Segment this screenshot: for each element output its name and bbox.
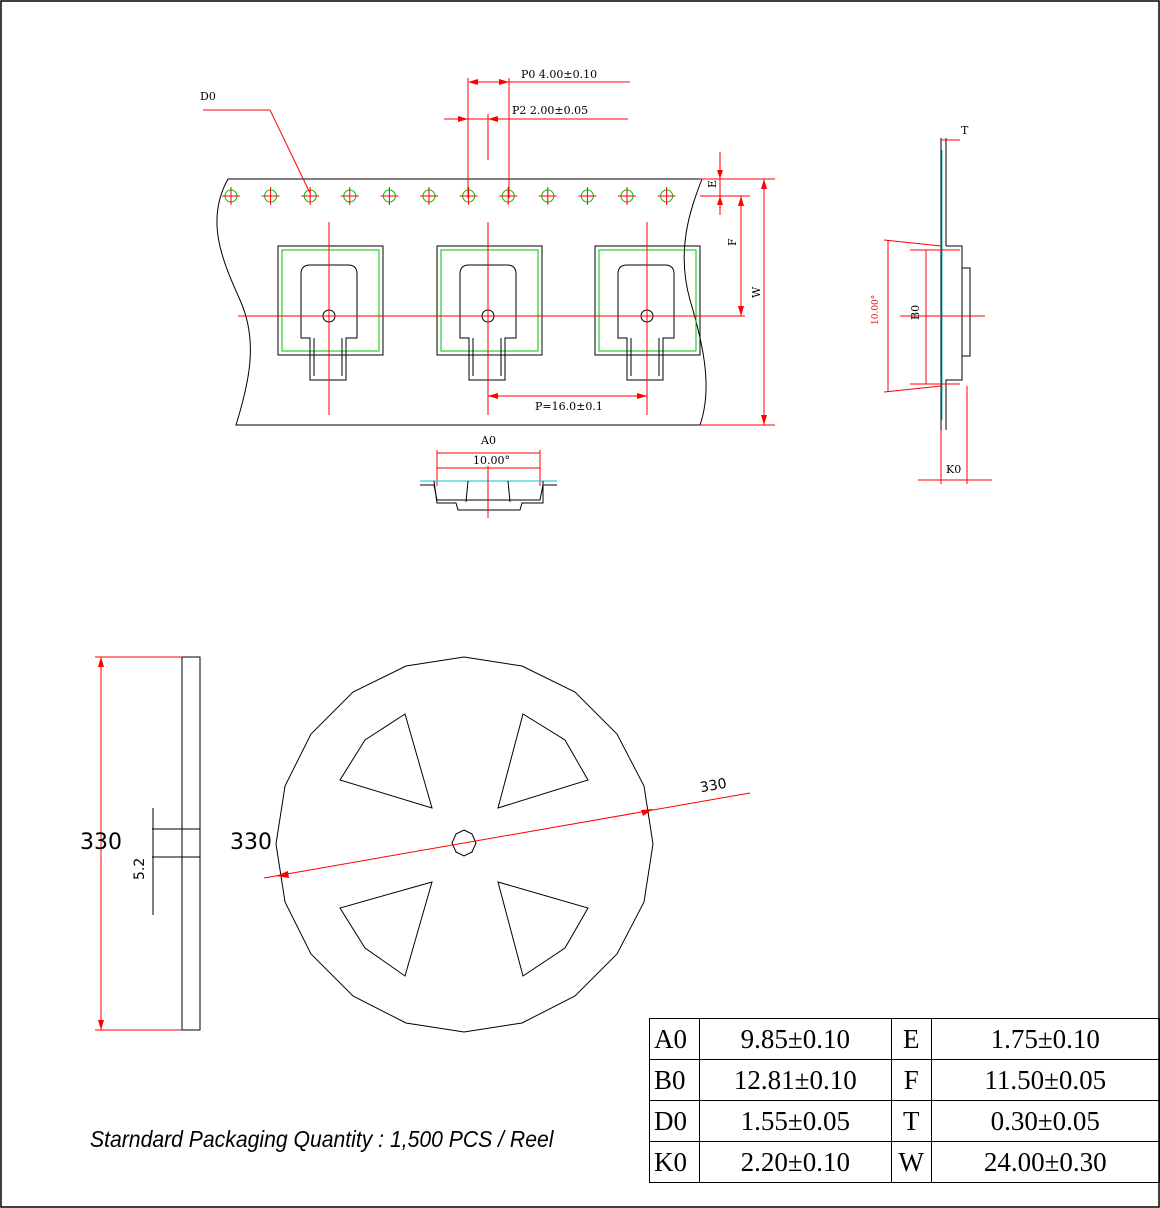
spec-cell-v1: 1.55±0.05 [698,1100,892,1142]
reel-side-view [95,656,201,1031]
spec-cell-v1: 12.81±0.10 [698,1059,892,1101]
spec-cell-k2: E [890,1018,932,1060]
reel-hub-label: 5.2 [132,857,148,880]
dim-f-label: F [726,238,739,246]
pocket-section-a0: A0 10.00° [420,434,557,518]
dim-d0-label: D0 [200,90,216,103]
packaging-note: Starndard Packaging Quantity : 1,500 PCS… [90,1126,554,1152]
reel-front-view [263,656,751,1033]
spec-cell-v2: 1.75±0.10 [930,1018,1160,1060]
reel-diameter-left-label: 330 [230,830,272,855]
spec-cell-k2: F [890,1059,932,1101]
dim-e-label: E [706,180,719,188]
sprocket-holes [222,187,676,205]
dim-p2-label: P2 2.00±0.05 [512,104,588,117]
spec-cell-v1: 2.20±0.10 [698,1141,892,1183]
dim-b0-label: B0 [909,305,922,320]
angle-b-label: 10.00° [871,295,881,325]
spec-cell-k1: A0 [649,1018,700,1060]
spec-cell-k1: B0 [649,1059,700,1101]
spec-cell-v1: 9.85±0.10 [698,1018,892,1060]
carrier-tape-top-view: D0 P0 4.00±0.10 P2 2.00±0.05 E F W [200,68,775,426]
dim-w-label: W [750,286,763,298]
reel-height-label: 330 [80,830,122,855]
pocket-1 [277,245,384,381]
dim-p-label: P=16.0±0.1 [535,400,603,413]
spec-cell-k2: W [890,1141,932,1183]
dim-a0-label: A0 [480,434,496,447]
spec-cell-k1: D0 [649,1100,700,1142]
dim-k0-label: K0 [946,463,961,476]
dim-p0-label: P0 4.00±0.10 [521,68,597,81]
spec-cell-v2: 0.30±0.05 [930,1100,1160,1142]
angle-a-label: 10.00° [473,454,510,467]
spec-cell-v2: 24.00±0.30 [930,1141,1160,1183]
spec-cell-k2: T [890,1100,932,1142]
pocket-2 [436,245,543,381]
spec-cell-k1: K0 [649,1141,700,1183]
pocket-section-b0: T 10.00° B0 K0 [871,124,992,484]
spec-cell-v2: 11.50±0.05 [930,1059,1160,1101]
dim-t-label: T [961,124,969,137]
